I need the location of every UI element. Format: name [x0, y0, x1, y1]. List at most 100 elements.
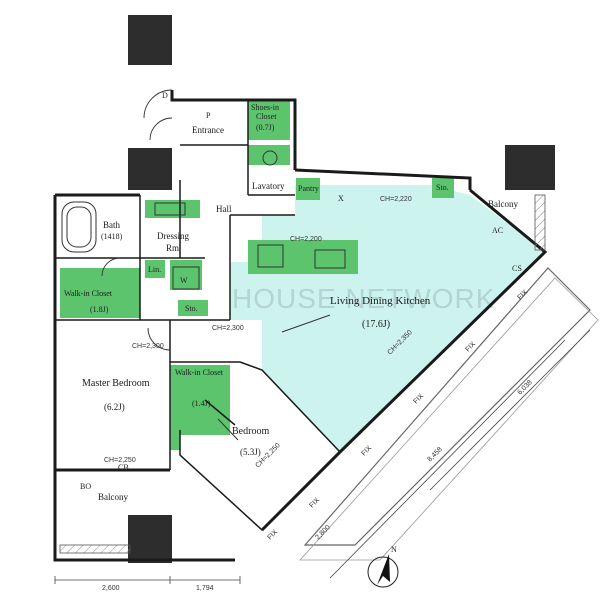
ch-kitchen: CH=2,200	[290, 236, 322, 243]
dim-line-diag	[329, 339, 566, 579]
closet-door	[204, 399, 236, 426]
pantry-label: Pantry	[298, 184, 319, 193]
pantry-zone	[296, 178, 320, 200]
pillar-top-left	[128, 15, 172, 65]
compass: N	[367, 545, 399, 588]
walkin-left-area-label: (1.8J)	[90, 305, 109, 314]
entrance-door-icon	[143, 89, 173, 119]
entrance-label: Entrance	[192, 125, 224, 135]
balcony-rails	[59, 194, 599, 561]
bath-area-label: (1418)	[101, 232, 123, 241]
door-swings	[101, 89, 173, 351]
lin-zone	[145, 260, 165, 278]
diagonal-outer-rail	[299, 277, 599, 561]
lin-label: Lin.	[148, 265, 161, 274]
ch-bottom: CH=2,250	[104, 457, 136, 464]
cb-label: CB	[118, 463, 129, 472]
dressing-label: Dressing	[157, 231, 189, 241]
bedroom-bench-icon	[217, 418, 239, 441]
bedroom-left-strip	[170, 400, 180, 450]
fix-5: FIX	[308, 497, 321, 510]
fix-6: FIX	[266, 529, 279, 542]
dressing-rm-label: Rm.	[166, 243, 181, 253]
bedroom-label: Bedroom	[232, 426, 269, 437]
room-labels: Entrance Shoes-in Closet (0.7J) Lavatory…	[64, 91, 522, 502]
balcony-bottom-label: Balcony	[98, 492, 128, 502]
lavatory-label: Lavatory	[252, 181, 285, 191]
stove-icon	[257, 244, 284, 268]
pillar-mid-left	[128, 148, 172, 190]
walkin-mid-area-label: (1.4J)	[192, 399, 211, 408]
bathtub-icon	[61, 201, 97, 253]
closet-zones	[60, 100, 454, 450]
fix-1: FIX	[516, 289, 529, 302]
entrance-door2-icon	[149, 117, 173, 141]
pillar-bottom	[128, 515, 172, 563]
sto-top-zone	[432, 178, 454, 198]
bathtub-inner-icon	[66, 206, 92, 248]
toilet-icon	[262, 150, 278, 166]
dim-line-diag-outer	[429, 329, 591, 491]
bedroom-area-label: (5.3J)	[240, 447, 261, 457]
entrance-wall	[170, 90, 297, 170]
dim-2800: 2,800	[314, 524, 331, 541]
master-area-label: (6.2J)	[104, 402, 125, 412]
watermark: HOUSE NETWORK	[232, 283, 495, 314]
w-label: W	[180, 276, 188, 285]
master-door-icon	[147, 327, 171, 351]
bottom-balcony-wall	[53, 470, 235, 562]
shoes-closet-zone	[248, 100, 290, 140]
walkin-closet-left-zone	[60, 268, 140, 318]
fix-3: FIX	[412, 393, 425, 406]
shoes-area-label: (0.7J)	[256, 123, 275, 132]
diagonal-balcony-rail	[303, 267, 591, 546]
bedroom-wall	[179, 361, 342, 532]
balcony-right-label: Balcony	[488, 199, 518, 209]
shoes-in-label: Shoes-in	[251, 103, 279, 112]
walkin-left-label: Walk-in Closet	[64, 289, 113, 298]
bath-door-icon	[101, 257, 121, 277]
upper-wall	[294, 168, 472, 190]
pillar-right	[505, 145, 555, 190]
dim-1794: 1,794	[196, 585, 214, 592]
right-balcony-rail	[534, 194, 546, 251]
ch-top: CH=2,220	[380, 196, 412, 203]
dim-8458: 8,458	[426, 446, 443, 463]
p-label: P	[206, 111, 211, 120]
sto-top-label: Sto.	[436, 183, 449, 192]
sto-center-zone	[178, 300, 208, 316]
dimension-lines	[54, 329, 591, 584]
lavatory-vanity-zone	[248, 145, 290, 165]
hall-label: Hall	[216, 204, 232, 214]
structural-pillars	[128, 15, 555, 563]
bo-label: BO	[80, 482, 91, 491]
d-label: D	[162, 91, 168, 100]
left-wall	[53, 195, 60, 472]
ldk-label: Living Dining Kitchen	[330, 295, 431, 307]
compass-ring-icon	[367, 556, 399, 588]
dressing-zone	[145, 200, 200, 218]
walkin-mid-label: Walk-in Closet	[175, 368, 224, 377]
compass-arrow-icon	[377, 554, 390, 585]
sto-center-label: Sto.	[185, 304, 198, 313]
washbasin-icon	[154, 202, 186, 216]
shoes-closet-label: Closet	[256, 112, 277, 121]
master-bedroom-label: Master Bedroom	[82, 378, 150, 389]
compass-n-label: N	[391, 545, 397, 554]
bottom-balcony-rail	[59, 544, 131, 554]
ch-hall: CH=2,300	[212, 325, 244, 332]
washer-zone	[170, 260, 202, 290]
cs-label: CS	[512, 264, 522, 273]
fixtures	[61, 150, 346, 441]
dim-2600: 2,600	[102, 585, 120, 592]
ldk-area-label: (17.6J)	[362, 319, 390, 330]
washer-icon	[172, 266, 200, 290]
sink-icon	[314, 249, 346, 269]
ldk-bench-icon	[281, 314, 331, 333]
partitions	[55, 100, 342, 532]
ac-label: AC	[492, 226, 503, 235]
x-label: X	[338, 194, 344, 203]
bath-label: Bath	[103, 220, 120, 230]
fix-4: FIX	[360, 445, 373, 458]
